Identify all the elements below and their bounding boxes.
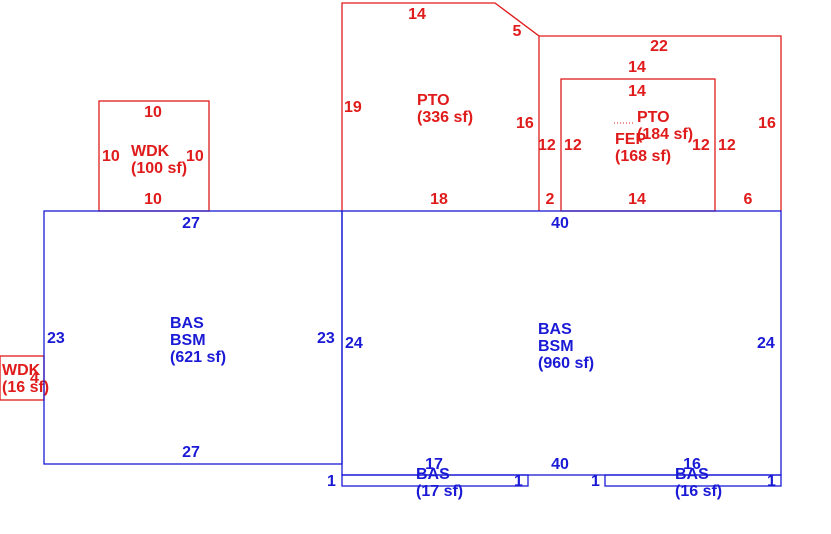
- bas-left-dim-right: 23: [317, 330, 335, 347]
- pto-right-dim-bottom-right: 6: [744, 191, 753, 208]
- bas-left-dim-left: 23: [47, 330, 65, 347]
- bas-small-left-dim-top: 17: [425, 456, 443, 473]
- bas-small-right-dim-top: 16: [683, 456, 701, 473]
- pto-right-dim-bottom-left: 2: [546, 191, 555, 208]
- bas-small-left-code: BAS: [416, 466, 450, 483]
- bas-small-left-area: (17 sf): [416, 483, 463, 500]
- bas-left-dim-bottom: 27: [182, 444, 200, 461]
- fep-dim-right: 12: [692, 137, 710, 154]
- fep-area: (168 sf): [615, 148, 671, 165]
- bas-small-left-dim-right: 1: [514, 473, 523, 490]
- pto-right-dim-left: 12: [538, 137, 556, 154]
- bas-left-line1: BAS: [170, 315, 204, 332]
- pto-right-code: PTO: [637, 109, 670, 126]
- wdk-top-dim-right: 10: [186, 148, 204, 165]
- bas-small-right-dim-left: 1: [591, 473, 600, 490]
- pto-main-outline: [341, 2, 540, 211]
- bas-left-line2: BSM: [170, 332, 206, 349]
- wdk-top-area: (100 sf): [131, 160, 187, 177]
- bas-right-line1: BAS: [538, 321, 572, 338]
- bas-small-right-area: (16 sf): [675, 483, 722, 500]
- bas-right-dim-left: 24: [345, 335, 363, 352]
- bas-right-dim-top: 40: [551, 215, 569, 232]
- bas-right-outline: [341, 210, 782, 476]
- wdk-top-dim-bottom: 10: [144, 191, 162, 208]
- pto-main-dim-bottom: 18: [430, 191, 448, 208]
- bas-right-dim-right: 24: [757, 335, 775, 352]
- bas-small-right-dim-right: 1: [767, 473, 776, 490]
- pto-right-dim-right-inner: 12: [718, 137, 736, 154]
- pto-main-dim-diag: 5: [513, 23, 522, 40]
- wdk-left-area: (16 sf): [2, 379, 49, 396]
- bas-small-left-outline: [341, 474, 529, 487]
- bas-right-dim-bottom: 40: [551, 456, 569, 473]
- pto-main-dim-right: 16: [516, 115, 534, 132]
- wdk-top-dim-left: 10: [102, 148, 120, 165]
- pto-right-area: (184 sf): [637, 126, 693, 143]
- bas-small-right-code: BAS: [675, 466, 709, 483]
- pto-right-dim-top: 22: [650, 38, 668, 55]
- fep-dim-top-outer: 14: [628, 59, 646, 76]
- bas-small-right-outline: [604, 474, 782, 487]
- bas-right-line2: BSM: [538, 338, 574, 355]
- bas-small-left-dim-left: 1: [327, 473, 336, 490]
- pto-main-dim-left: 19: [344, 99, 362, 116]
- fep-code: FEP: [615, 131, 646, 148]
- pto-right-dim-right: 16: [758, 115, 776, 132]
- wdk-top-dim-top: 10: [144, 104, 162, 121]
- wdk-left-dim-side: 4: [30, 370, 39, 387]
- pto-main-area: (336 sf): [417, 109, 473, 126]
- bas-right-area: (960 sf): [538, 355, 594, 372]
- pto-main-dim-top: 14: [408, 6, 426, 23]
- fep-dim-left: 12: [564, 137, 582, 154]
- wdk-left-code: WDK: [2, 362, 41, 379]
- pto-main-code: PTO: [417, 92, 450, 109]
- wdk-top-code: WDK: [131, 143, 170, 160]
- bas-left-dim-top: 27: [182, 215, 200, 232]
- fep-dim-bottom: 14: [628, 191, 646, 208]
- pto-right-outline: [539, 35, 782, 211]
- fep-dim-top-inner: 14: [628, 83, 646, 100]
- bas-left-area: (621 sf): [170, 349, 226, 366]
